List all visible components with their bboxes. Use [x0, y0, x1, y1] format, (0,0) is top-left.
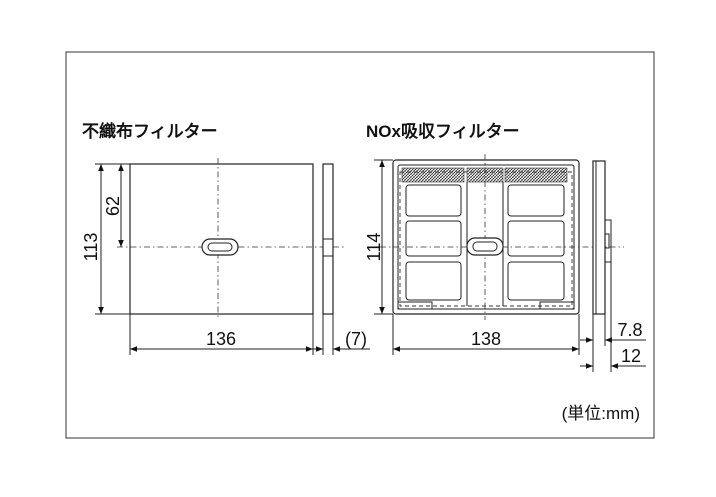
- nox-filter-side-view: [592, 160, 612, 315]
- nonwoven-height-inner-label: 62: [103, 196, 123, 216]
- nox-filter-window-right-1: [507, 184, 565, 217]
- nox-thickness-small-label: 7.8: [617, 320, 642, 340]
- nox-filter-window-left-2: [405, 220, 462, 257]
- nonwoven-width-dimension: 136: [129, 314, 314, 355]
- nox-filter-window-right-2: [507, 220, 565, 257]
- nox-thickness-label: 12: [621, 346, 641, 366]
- nox-filter-title: NOx吸収フィルター: [366, 122, 520, 141]
- nonwoven-height-label: 113: [81, 233, 101, 262]
- nox-height-label: 114: [364, 233, 384, 262]
- nox-filter-front-view: [380, 154, 624, 320]
- nox-width-dimension: 138: [392, 314, 580, 355]
- nox-filter-window-left-1: [405, 184, 462, 217]
- nox-thickness-dimension: 12: [580, 262, 646, 372]
- nox-filter-top-left-strip: [401, 167, 465, 183]
- nonwoven-height-dimension: 113: [81, 163, 130, 315]
- nox-width-label: 138: [471, 329, 501, 349]
- nonwoven-thickness-label: (7): [345, 329, 367, 349]
- nonwoven-filter-front-view: [117, 158, 345, 318]
- unit-note: (単位:mm): [562, 404, 640, 423]
- nox-height-dimension: 114: [364, 159, 393, 315]
- drawing-frame: [65, 51, 655, 439]
- nonwoven-height-inner-dimension: 62: [103, 163, 130, 247]
- nox-filter-handle: [466, 237, 504, 256]
- nonwoven-filter-title: 不織布フィルター: [82, 121, 218, 141]
- nonwoven-filter-handle: [201, 238, 239, 256]
- nox-filter-window-left-3: [405, 261, 462, 301]
- nonwoven-width-label: 136: [206, 329, 236, 349]
- nox-filter-top-right-strip: [504, 167, 568, 183]
- nonwoven-filter-side-view: [322, 163, 334, 315]
- nox-thickness-small-dimension: 7.8: [580, 314, 646, 372]
- nox-filter-window-right-3: [507, 261, 565, 301]
- nonwoven-thickness-dimension: (7): [310, 314, 370, 355]
